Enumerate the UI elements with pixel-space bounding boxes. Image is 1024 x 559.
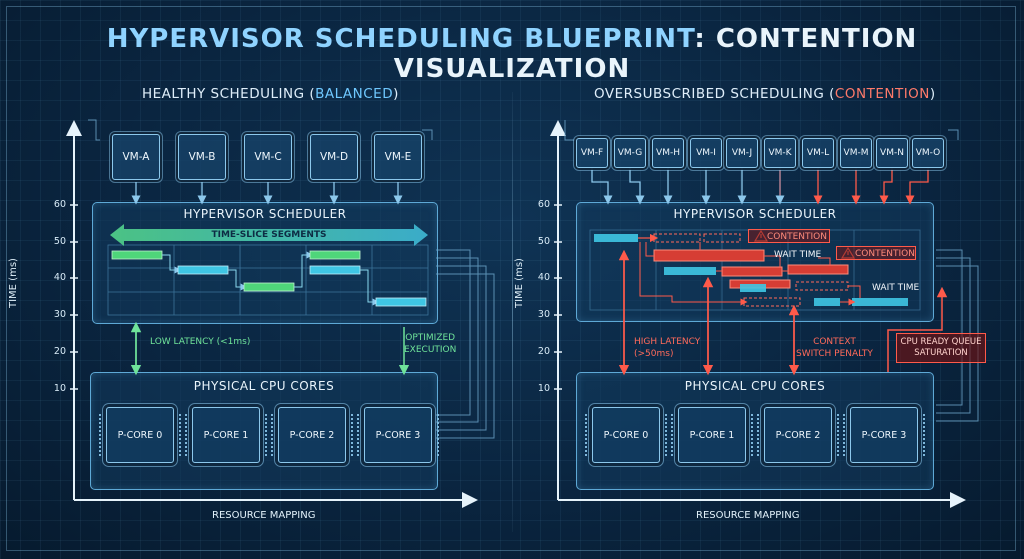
contention-badge: CONTENTION xyxy=(748,229,830,243)
right-axes xyxy=(550,120,966,508)
optimized-label: OPTIMIZED EXECUTION xyxy=(404,333,457,355)
cpu-title: PHYSICAL CPU CORES xyxy=(684,379,826,393)
vm-box: VM-I xyxy=(690,138,722,168)
right-vm-arrows xyxy=(591,168,929,205)
cpu-title: PHYSICAL CPU CORES xyxy=(193,379,335,393)
left-segments xyxy=(111,250,427,307)
vm-box: VM-L xyxy=(802,138,834,168)
vm-box: VM-O xyxy=(912,138,944,168)
low-latency-label: LOW LATENCY (<1ms) xyxy=(150,337,251,347)
time-slice-label: TIME-SLICE SEGMENTS xyxy=(211,230,327,240)
y-tick: 10 xyxy=(53,383,66,394)
y-tick: 60 xyxy=(537,199,550,210)
vm-box: VM-E xyxy=(374,134,422,180)
left-axes xyxy=(66,120,478,508)
y-tick: 30 xyxy=(537,309,550,320)
title-sub: : CONTENTION VISUALIZATION xyxy=(393,24,918,84)
right-y-axis-label: TIME (ms) xyxy=(514,258,525,308)
cpu-core: P-CORE 1 xyxy=(185,407,267,463)
context-switch-label: CONTEXT SWITCH PENALTY xyxy=(796,337,873,359)
left-vm-arrows xyxy=(131,182,403,205)
y-tick: 20 xyxy=(537,346,550,357)
vm-box: VM-D xyxy=(310,134,358,180)
left-scheduler-grid xyxy=(107,244,429,316)
y-tick: 40 xyxy=(537,272,550,283)
contention-badge: CONTENTION xyxy=(836,246,916,260)
left-scheduler-panel: HYPERVISOR SCHEDULER xyxy=(92,202,438,324)
vm-box: VM-M xyxy=(840,138,872,168)
y-tick: 40 xyxy=(53,272,66,283)
cpu-core: P-CORE 0 xyxy=(99,407,181,463)
vm-box: VM-N xyxy=(876,138,908,168)
time-slice-arrow xyxy=(110,224,428,246)
y-tick: 50 xyxy=(53,236,66,247)
title-main: HYPERVISOR SCHEDULING BLUEPRINT xyxy=(106,24,695,54)
cpu-core: P-CORE 3 xyxy=(843,407,925,463)
y-tick: 10 xyxy=(537,383,550,394)
y-tick: 30 xyxy=(53,309,66,320)
vm-box: VM-J xyxy=(726,138,758,168)
right-x-axis-label: RESOURCE MAPPING xyxy=(696,510,800,521)
vm-box: VM-A xyxy=(112,134,160,180)
scheduler-title: HYPERVISOR SCHEDULER xyxy=(183,207,347,221)
scheduler-title: HYPERVISOR SCHEDULER xyxy=(673,207,837,221)
healthy-heading: HEALTHY SCHEDULING (BALANCED) xyxy=(142,86,399,102)
cpu-core: P-CORE 0 xyxy=(585,407,667,463)
high-latency-label: HIGH LATENCY (>50ms) xyxy=(634,337,701,359)
contention-heading: OVERSUBSCRIBED SCHEDULING (CONTENTION) xyxy=(594,86,936,102)
y-tick: 60 xyxy=(53,199,66,210)
center-divider xyxy=(512,92,513,532)
wait-time-label: WAIT TIME xyxy=(872,283,920,293)
vm-box: VM-F xyxy=(576,138,608,168)
y-tick: 50 xyxy=(537,236,550,247)
cpu-core: P-CORE 2 xyxy=(757,407,839,463)
right-latency-arrows xyxy=(618,249,948,376)
cpu-core: P-CORE 1 xyxy=(671,407,753,463)
vm-box: VM-B xyxy=(178,134,226,180)
left-circuit-traces xyxy=(88,119,495,439)
y-tick: 20 xyxy=(53,346,66,357)
left-y-axis-label: TIME (ms) xyxy=(8,258,19,308)
vm-box: VM-K xyxy=(764,138,796,168)
cpu-core: P-CORE 3 xyxy=(357,407,439,463)
vm-box: VM-G xyxy=(614,138,646,168)
queue-saturation-badge: CPU READY QUEUE SATURATION xyxy=(896,333,986,363)
page-title: HYPERVISOR SCHEDULING BLUEPRINT: CONTENT… xyxy=(0,24,1024,84)
right-segments xyxy=(594,233,908,307)
vm-box: VM-H xyxy=(652,138,684,168)
outer-frame xyxy=(6,6,1016,551)
left-x-axis-label: RESOURCE MAPPING xyxy=(212,510,316,521)
left-latency-arrows xyxy=(130,321,410,376)
vm-box: VM-C xyxy=(244,134,292,180)
cpu-core: P-CORE 2 xyxy=(271,407,353,463)
wait-time-label: WAIT TIME xyxy=(774,250,822,260)
